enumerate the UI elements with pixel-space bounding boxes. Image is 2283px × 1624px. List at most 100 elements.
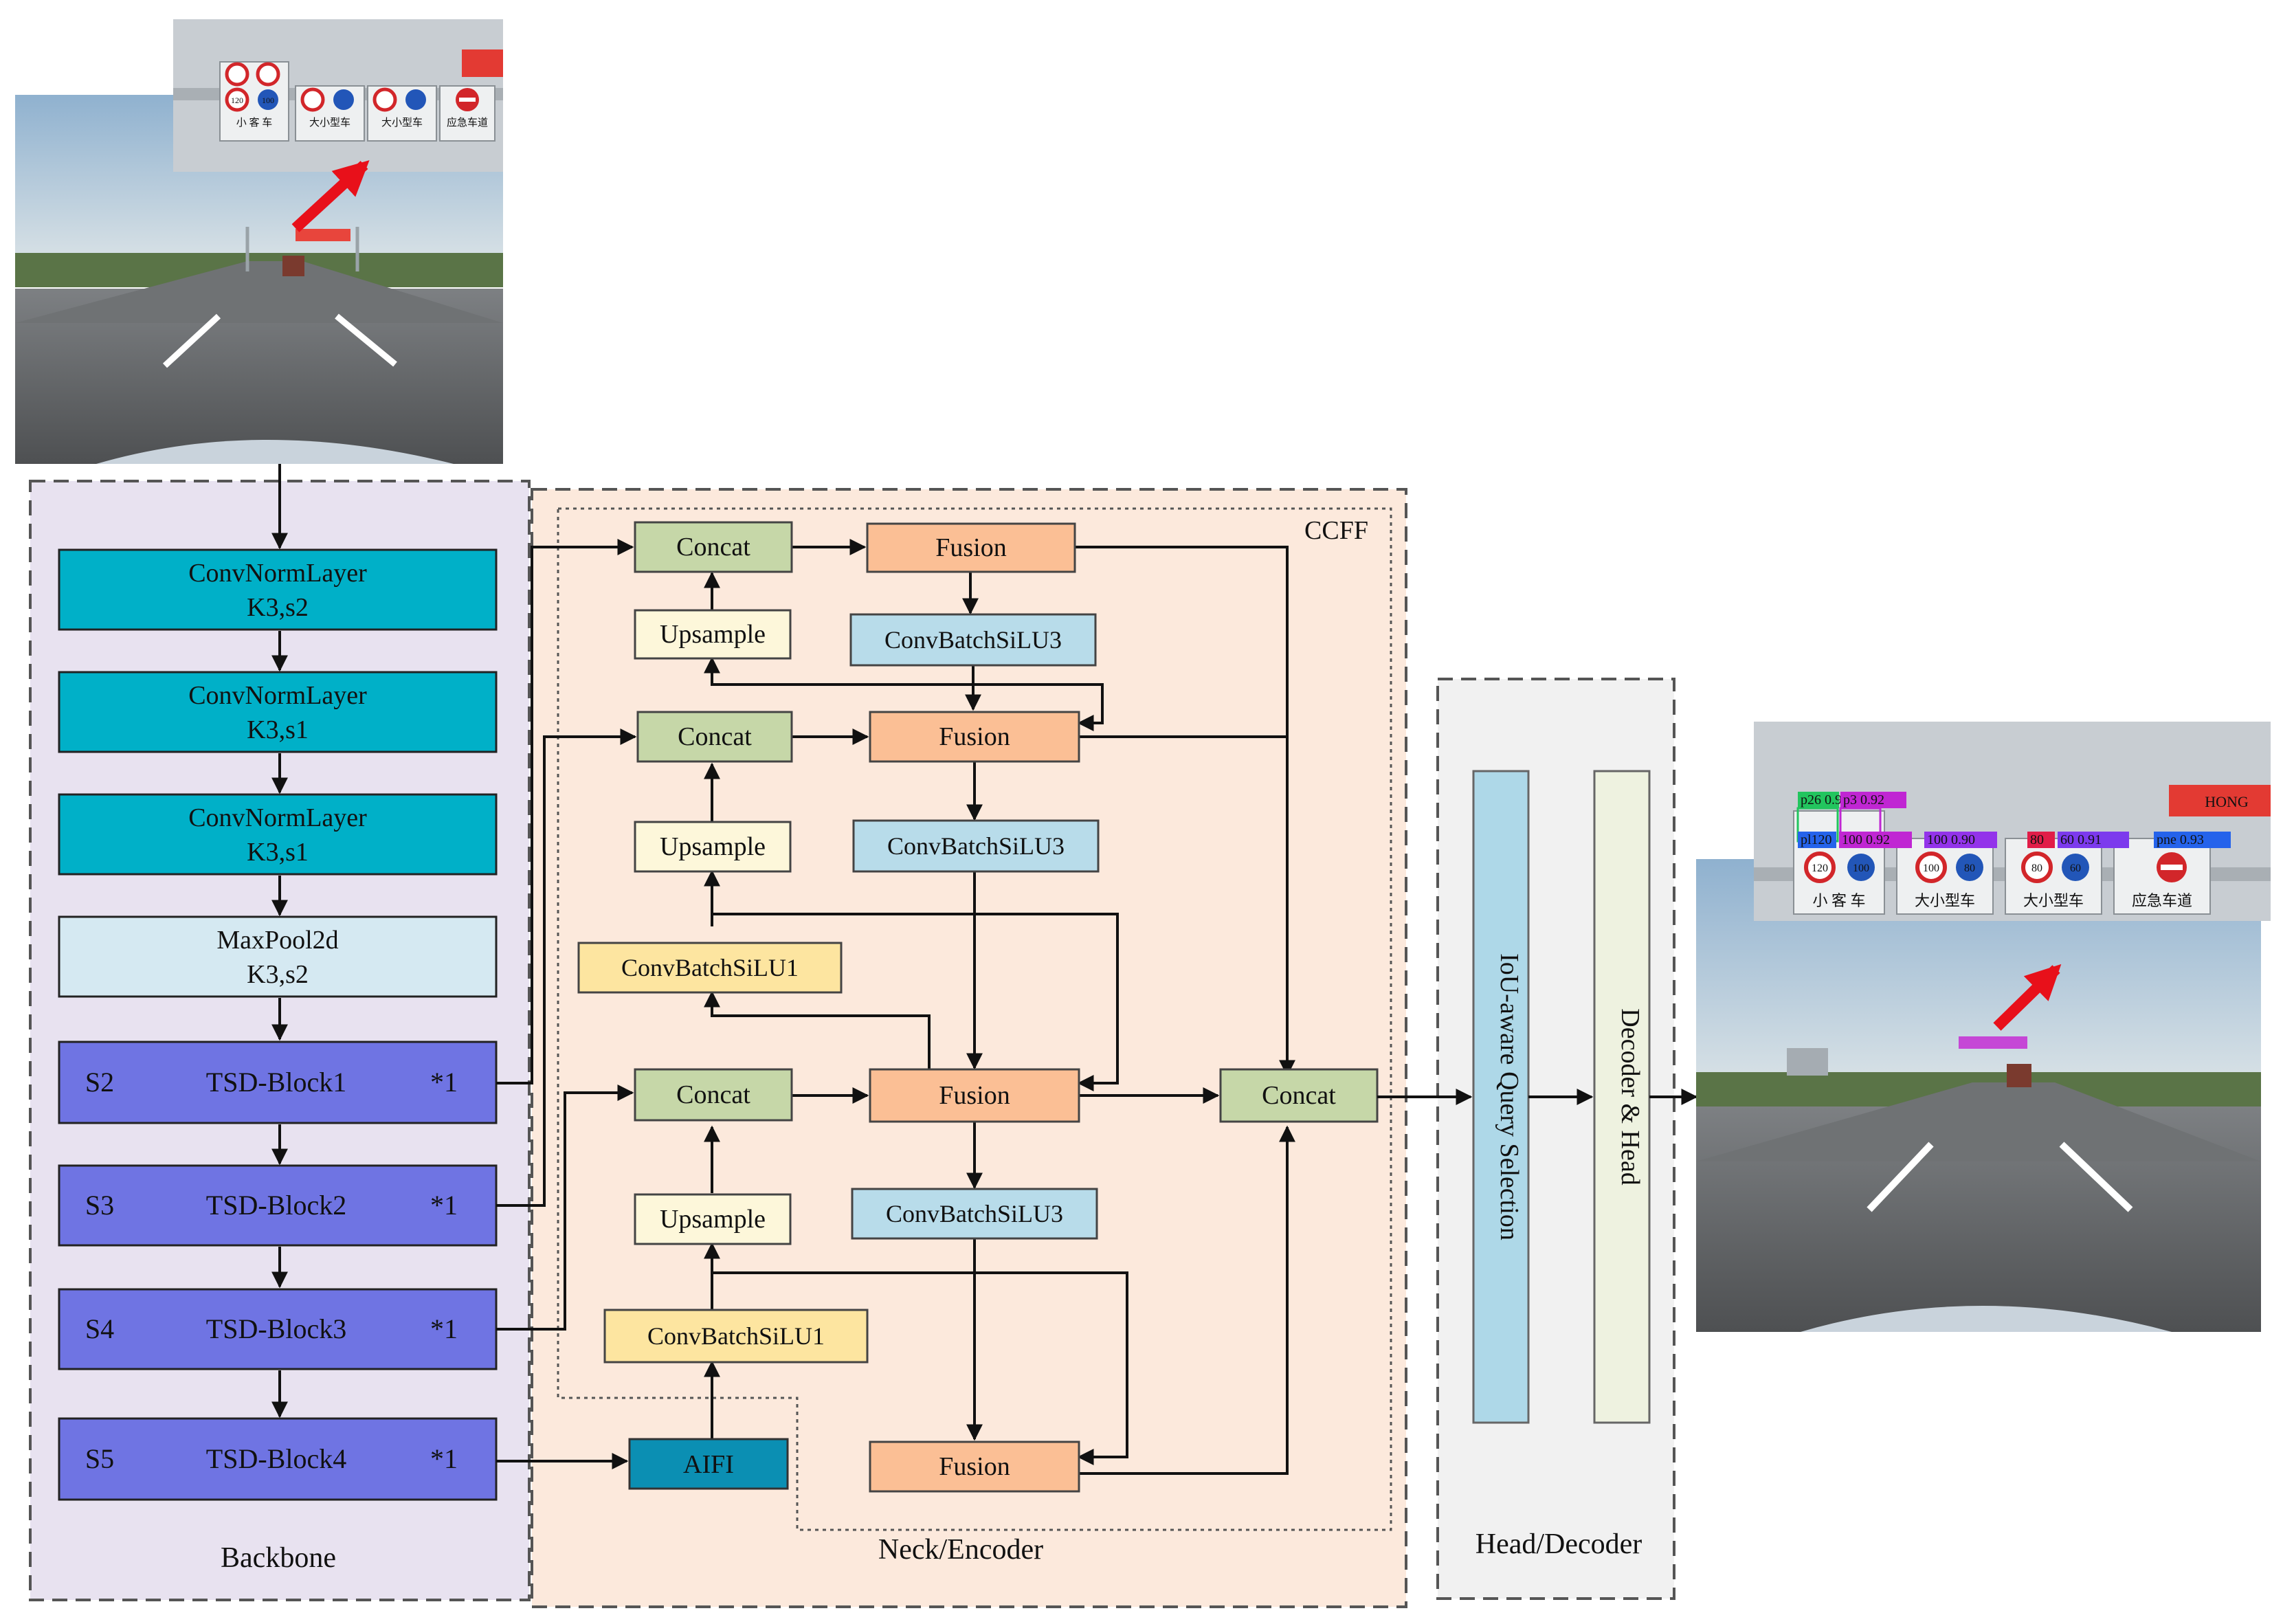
- out-sign-text-4: 应急车道: [2132, 892, 2192, 909]
- input-sign-value-1: 120: [231, 96, 243, 105]
- fusion-node-3: Fusion: [869, 1068, 1080, 1123]
- concat-node-1-label: Concat: [676, 533, 750, 561]
- neck-title: Neck/Encoder: [878, 1534, 1043, 1566]
- out-sign-limit-3: [2021, 852, 2053, 883]
- tsd-block-s4-mult: *1: [430, 1313, 458, 1344]
- output-road-vanishing: [1696, 1082, 2261, 1161]
- out-sign-value-1: 120: [1812, 863, 1828, 874]
- neck-panel: [531, 488, 1407, 1608]
- input-lane-marking-right: [335, 313, 397, 367]
- concat-node-1: Concat: [634, 521, 793, 573]
- decoder-head-bar: Decoder & Head: [1593, 770, 1651, 1424]
- neck-connectors: [496, 539, 1295, 1475]
- concat-node-3-label: Concat: [676, 1080, 750, 1109]
- tsd-block-s4-name: TSD-Block3: [206, 1313, 346, 1344]
- query-selection-bar: IoU-aware Query Selection: [1472, 770, 1530, 1424]
- tsd-block-s2-name: TSD-Block1: [206, 1067, 346, 1098]
- out-sign-min-2: [1956, 854, 1983, 881]
- det-label-8: pne 0.93: [2157, 832, 2204, 847]
- convnorm-block-2: ConvNormLayer K3,s1: [58, 671, 498, 753]
- upsample-node-2-label: Upsample: [660, 832, 766, 861]
- arrow-fusion4-to-final-concat: [1079, 1125, 1295, 1475]
- arrow-cbs3-2-loop-to-fusion3: [712, 913, 1119, 1091]
- input-road-vanishing: [15, 261, 503, 323]
- out-sign-value-2: 100: [1853, 863, 1869, 874]
- out-sign-text-3: 大小型车: [2023, 892, 2084, 909]
- output-detection-inset: HONG p26 0.92 p3 0.92 pl120 100 0.92 100…: [1754, 722, 2271, 921]
- convnorm-block-2-params: K3,s1: [247, 715, 309, 744]
- out-sign-min-3: [2062, 854, 2089, 881]
- input-sign-p-1: [225, 62, 249, 87]
- det-label-bg-6: [2027, 832, 2055, 848]
- upsample-node-1: Upsample: [634, 609, 792, 660]
- convbatchsilu1-node-2: ConvBatchSiLU1: [603, 1309, 869, 1364]
- input-sign-min-2: [333, 89, 354, 110]
- arrow-s2-to-concat1: [496, 539, 634, 1084]
- ccff-label: CCFF: [1304, 516, 1368, 545]
- output-lane-marking-left: [1867, 1142, 1934, 1212]
- arrow-cbs3-1-loop-to-fusion2: [973, 683, 1104, 731]
- ccff-region: [557, 507, 1392, 1531]
- convbatchsilu3-node-2-label: ConvBatchSiLU3: [887, 832, 1065, 860]
- arrow-fusion1-to-final-concat: [1075, 546, 1295, 1077]
- out-sign-text-2: 大小型车: [1915, 892, 1975, 909]
- out-sign-no-entry-bar: [2161, 865, 2183, 870]
- det-label-1: p26 0.92: [1801, 792, 1849, 808]
- concat-node-3: Concat: [634, 1068, 793, 1122]
- convnorm-block-2-name: ConvNormLayer: [188, 681, 367, 710]
- maxpool-block: MaxPool2d K3,s2: [58, 915, 498, 998]
- upsample-node-3: Upsample: [634, 1193, 792, 1245]
- det-label-bg-2: [1840, 792, 1906, 808]
- aifi-node-label: AIFI: [683, 1450, 734, 1479]
- det-label-5: 100 0.90: [1927, 832, 1975, 847]
- output-banner-text: HONG: [2205, 793, 2249, 810]
- input-sign-inset: 120 100 小 客 车 大小型车 大小型车 应急车道: [173, 19, 503, 172]
- final-concat-node-label: Concat: [1262, 1081, 1336, 1110]
- det-label-4: 100 0.92: [1842, 832, 1890, 847]
- tsd-block-s5: S5 TSD-Block4 *1: [58, 1417, 498, 1501]
- upsample-node-2: Upsample: [634, 821, 792, 873]
- input-sign-min-1: [258, 89, 278, 110]
- input-sign-no-entry-bar: [459, 98, 476, 102]
- output-gantry-signs: [1959, 1036, 2027, 1049]
- backbone-title: Backbone: [221, 1542, 336, 1574]
- concat-node-2-label: Concat: [678, 722, 752, 751]
- det-label-6: 80: [2030, 832, 2044, 847]
- output-banner: [2169, 785, 2271, 816]
- final-concat-node: Concat: [1219, 1068, 1379, 1123]
- out-sign-text-1: 小 客 车: [1812, 892, 1865, 909]
- convbatchsilu3-node-2: ConvBatchSiLU3: [852, 819, 1100, 873]
- out-sign-value-4: 80: [1964, 863, 1975, 874]
- convbatchsilu3-node-1-label: ConvBatchSiLU3: [884, 626, 1062, 654]
- upsample-node-3-label: Upsample: [660, 1205, 766, 1234]
- out-sign-value-3: 100: [1923, 863, 1939, 874]
- input-red-arrow: [291, 160, 370, 232]
- input-sign-limit-1: [225, 87, 249, 112]
- fusion-node-1-label: Fusion: [935, 533, 1006, 562]
- tsd-block-s2-stage: S2: [85, 1067, 114, 1098]
- input-banner: [462, 49, 503, 77]
- input-sign-text-4: 应急车道: [447, 116, 488, 129]
- input-sign-text-2: 大小型车: [309, 117, 350, 129]
- tsd-block-s5-mult: *1: [430, 1443, 458, 1474]
- fusion-node-2: Fusion: [869, 711, 1080, 763]
- tsd-block-s3-mult: *1: [430, 1190, 458, 1221]
- decoder-head-label: Decoder & Head: [1616, 1008, 1645, 1185]
- det-label-bg-1: [1798, 792, 1839, 808]
- convbatchsilu1-node-1: ConvBatchSiLU1: [577, 942, 843, 994]
- convnorm-block-3-name: ConvNormLayer: [188, 803, 367, 832]
- det-label-bg-4: [1839, 832, 1912, 848]
- fusion-node-3-label: Fusion: [939, 1081, 1010, 1110]
- det-label-bg-5: [1924, 832, 1997, 848]
- concat-node-2: Concat: [636, 711, 793, 763]
- input-gantry-signs: [296, 229, 350, 241]
- arrow-fusion3-to-cbs1-1: [704, 990, 931, 1069]
- out-sign-value-5: 80: [2031, 863, 2042, 874]
- det-label-2: p3 0.92: [1843, 792, 1884, 808]
- convbatchsilu1-node-1-label: ConvBatchSiLU1: [621, 954, 799, 981]
- fusion-node-1: Fusion: [866, 522, 1076, 573]
- arrow-s4-to-concat3: [496, 1084, 634, 1331]
- output-truck: [2007, 1064, 2031, 1087]
- maxpool-block-name: MaxPool2d: [216, 926, 338, 955]
